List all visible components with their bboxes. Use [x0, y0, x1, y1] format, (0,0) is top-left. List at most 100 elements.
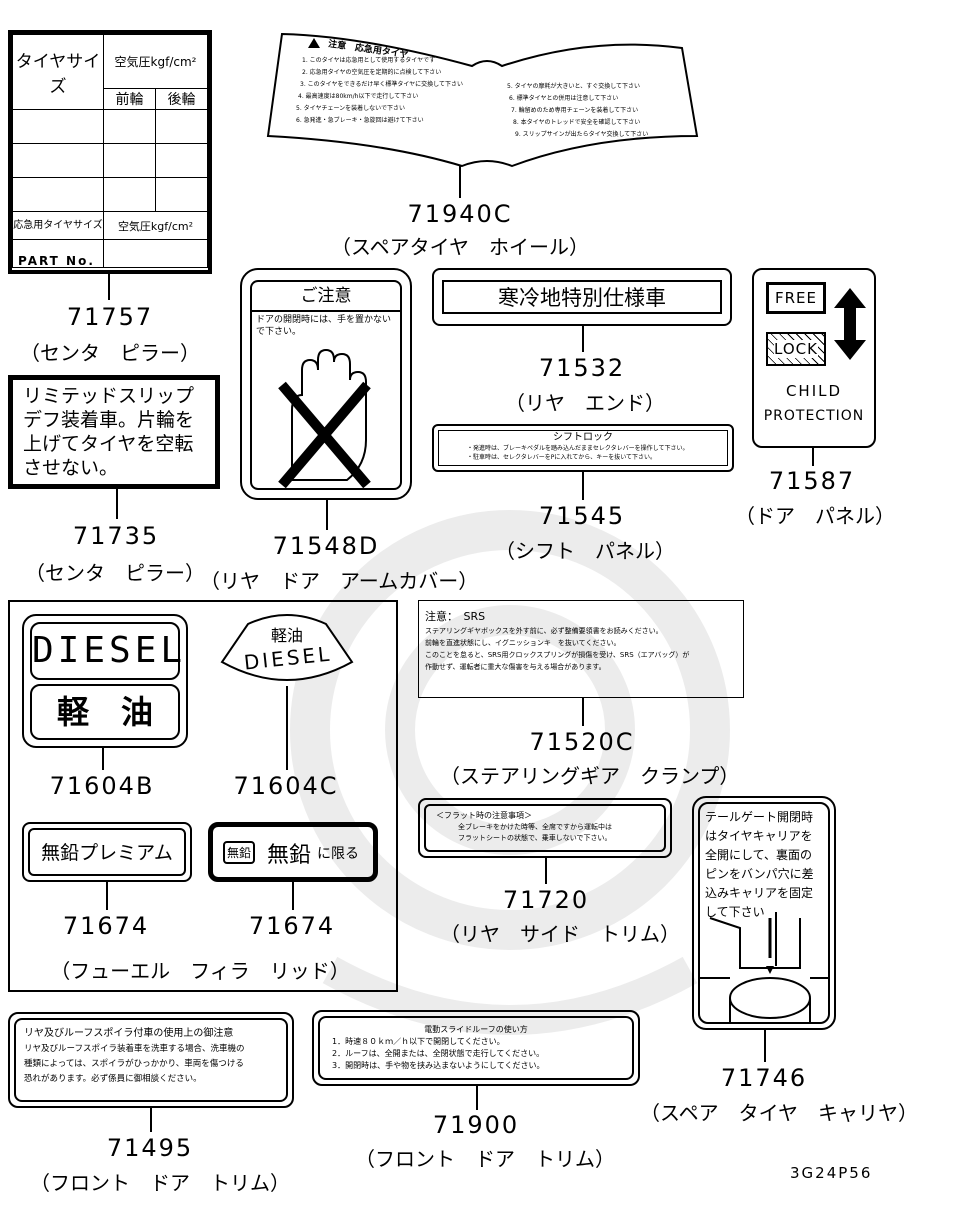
unleaded-badge: 無鉛: [223, 841, 256, 864]
leader-line: [106, 882, 108, 910]
part-number-71720: 71720: [502, 886, 590, 914]
premium-label: 無鉛プレミアム: [22, 822, 192, 882]
spoiler-caution-label: リヤ及びルーフスポイラ付車の使用上の御注意 リヤ及びルーフスポイラ装着車を洗車す…: [8, 1012, 294, 1108]
svg-text:5. タイヤチェーンを装着しないで下さい: 5. タイヤチェーンを装着しないで下さい: [296, 104, 405, 112]
tailgate-text: テールゲート開閉時はタイヤキャリアを全開にして、裏面のピンをバンパ穴に差込みキャ…: [705, 810, 814, 919]
shift-lock-line1: ・発進時は、ブレーキペダルを踏み込んだままセレクタレバーを操作して下さい。: [467, 445, 689, 452]
free-box: FREE: [766, 282, 826, 314]
location-fuel-filler-lid: （フューエル フィラ リッド）: [50, 959, 350, 983]
svg-text:3. このタイヤをできるだけ早く標準タイヤに交換して下さい: 3. このタイヤをできるだけ早く標準タイヤに交換して下さい: [300, 80, 463, 88]
part-number-71520C: 71520C: [529, 728, 635, 756]
flat-seat-label: ＜フラット時の注意事項＞ 全ブレーキをかけた時等、全席ですから運転中は フラット…: [418, 798, 672, 858]
flat-title: ＜フラット時の注意事項＞: [436, 811, 532, 820]
part-number-71545: 71545: [538, 502, 626, 530]
svg-text:5. タイヤの摩耗が大きいと、すぐ交換して下さい: 5. タイヤの摩耗が大きいと、すぐ交換して下さい: [507, 82, 640, 90]
unleaded-only-label: 無鉛 無鉛 に限る: [208, 822, 378, 882]
location-71940C: （スペアタイヤ ホイール）: [331, 235, 589, 259]
spare-size-header: 応急用タイヤサイズ: [12, 211, 104, 240]
door-caution-text: ドアの開閉時には、手を置かないで下さい。: [256, 315, 392, 337]
part-number-71674-premium: 71674: [62, 912, 150, 940]
leader-line: [582, 698, 584, 726]
spare-tire-label-outline: 1. このタイヤは応急用として使用するタイヤです 2. 応急用タイヤの空気圧を定…: [266, 32, 699, 168]
leader-line: [582, 472, 584, 500]
srs-title: 注意： SRS: [425, 610, 486, 623]
part-number-71735: 71735: [72, 522, 160, 550]
leader-line: [582, 326, 584, 352]
diesel-text: DIESEL: [30, 622, 182, 680]
svg-text:4. 最高速度は80km/h以下で走行して下さい: 4. 最高速度は80km/h以下で走行して下さい: [298, 92, 418, 100]
shift-lock-label: シフトロック ・発進時は、ブレーキペダルを踏み込んだままセレクタレバーを操作して…: [432, 424, 734, 472]
svg-text:9. スリップサインが出たらタイヤ交換して下さい: 9. スリップサインが出たらタイヤ交換して下さい: [515, 130, 648, 138]
child-text: CHILD: [785, 382, 843, 400]
part-number-71532: 71532: [538, 354, 626, 382]
leader-line: [292, 882, 294, 910]
part-number-71587: 71587: [768, 467, 856, 495]
tire-size-header: タイヤサイズ: [12, 34, 104, 110]
up-down-arrow-icon: [834, 288, 866, 360]
unleaded-suffix: に限る: [317, 846, 359, 862]
cold-region-text: 寒冷地特別仕様車: [442, 280, 722, 314]
srs-line1: ステアリングギヤボックスを外す前に、必ず整備要領書をお読みください。: [425, 627, 663, 635]
leader-line: [326, 500, 328, 530]
svg-text:8. 本タイヤのトレッドで安全を確認して下さい: 8. 本タイヤのトレッドで安全を確認して下さい: [513, 118, 640, 126]
part-number-71548D: 71548D: [272, 532, 380, 560]
sunroof-line2: 2．ルーフは、全開または、全閉状態で走行してください。: [332, 1049, 545, 1058]
lock-box: LOCK: [766, 332, 826, 366]
diesel-b-label: DIESEL 軽 油: [22, 614, 188, 748]
diesel-c-label-outline: [220, 614, 354, 681]
part-number-71900: 71900: [432, 1111, 520, 1139]
srs-line4: 作動せず、運転者に重大な傷害を与える場合があります。: [425, 663, 606, 671]
diagram-code: 3G24P56: [790, 1164, 873, 1182]
svg-text:7. 輪留めのため専用チェーンを装着して下さい: 7. 輪留めのため専用チェーンを装着して下さい: [511, 106, 638, 114]
leader-line: [286, 686, 288, 770]
door-caution-label: ご注意 ドアの開閉時には、手を置かないで下さい。: [240, 268, 412, 500]
spoiler-line1: リヤ及びルーフスポイラ装着車を洗車する場合、洗車機の: [24, 1044, 245, 1054]
front-header: 前輪: [103, 88, 156, 110]
sunroof-title: 電動スライドルーフの使い方: [424, 1025, 528, 1034]
location-71520C: （ステアリングギア クランプ）: [440, 764, 740, 788]
child-protection-label: FREE LOCK CHILD PROTECTION: [752, 268, 876, 448]
fuel-filler-lid-group: [8, 600, 398, 992]
limited-slip-text: リミテッドスリップデフ装着車。片輪を上げてタイヤを空転させない。: [23, 385, 195, 479]
tire-carrier-illustration: [700, 912, 828, 1022]
location-71900: （フロント ドア トリム）: [355, 1147, 615, 1171]
flat-line1: 全ブレーキをかけた時等、全席ですから運転中は: [458, 823, 612, 831]
spare-pressure-header: 空気圧kgf/cm²: [103, 211, 208, 240]
location-71720: （リヤ サイド トリム）: [440, 922, 680, 946]
part-number-71746: 71746: [720, 1064, 808, 1092]
part-number-71495: 71495: [106, 1134, 194, 1162]
unleaded-text: 無鉛: [267, 843, 312, 868]
srs-label: 注意： SRS ステアリングギヤボックスを外す前に、必ず整備要領書をお読みくださ…: [418, 600, 744, 698]
protection-text: PROTECTION: [763, 408, 865, 424]
part-number-71674-unleaded: 71674: [248, 912, 336, 940]
leader-line: [764, 1030, 766, 1062]
table-cell: [12, 177, 104, 212]
spoiler-title: リヤ及びルーフスポイラ付車の使用上の御注意: [24, 1028, 234, 1039]
svg-text:2. 応急用タイヤの空気圧を定期的に点検して下さい: 2. 応急用タイヤの空気圧を定期的に点検して下さい: [302, 68, 441, 76]
fuel-jp-text: 軽油: [270, 626, 303, 645]
leader-line: [459, 166, 461, 198]
rear-header: 後輪: [155, 88, 208, 110]
part-number-71604B: 71604B: [49, 772, 155, 800]
flat-line2: フラットシートの状態で、乗車しないで下さい。: [458, 834, 612, 842]
watermark-emblem: [290, 510, 730, 1035]
cold-region-label: 寒冷地特別仕様車: [432, 268, 732, 326]
part-number-71940C: 71940C: [407, 200, 513, 228]
lock-text: LOCK: [774, 340, 818, 358]
tire-pressure-label: タイヤサイズ 空気圧kgf/cm² 前輪 後輪 応急用タイヤサイズ 空気圧kgf…: [8, 30, 212, 274]
no-hand-icon: [278, 348, 371, 489]
srs-line3: このことを怠ると、SRS用クロックスプリングが損傷を受け、SRS（エアバッグ）が: [425, 651, 690, 659]
table-cell: [12, 109, 104, 144]
door-caution-title: ご注意: [252, 282, 400, 312]
part-no-label: PART No.: [18, 254, 95, 268]
location-71548D: （リヤ ドア アームカバー）: [200, 569, 479, 593]
sunroof-line3: 3．開閉時は、手や物を挟み込まないようにしてください。: [332, 1061, 545, 1070]
leader-line: [150, 1108, 152, 1132]
svg-text:1. このタイヤは応急用として使用するタイヤです: 1. このタイヤは応急用として使用するタイヤです: [302, 56, 435, 64]
part-number-71757: 71757: [66, 303, 154, 331]
leader-line: [476, 1086, 478, 1110]
location-71587: （ドア パネル）: [735, 504, 895, 528]
leader-line: [108, 274, 110, 300]
fuel-text: 軽 油: [30, 684, 180, 740]
tailgate-label: テールゲート開閉時はタイヤキャリアを全開にして、裏面のピンをバンパ穴に差込みキャ…: [692, 796, 836, 1030]
